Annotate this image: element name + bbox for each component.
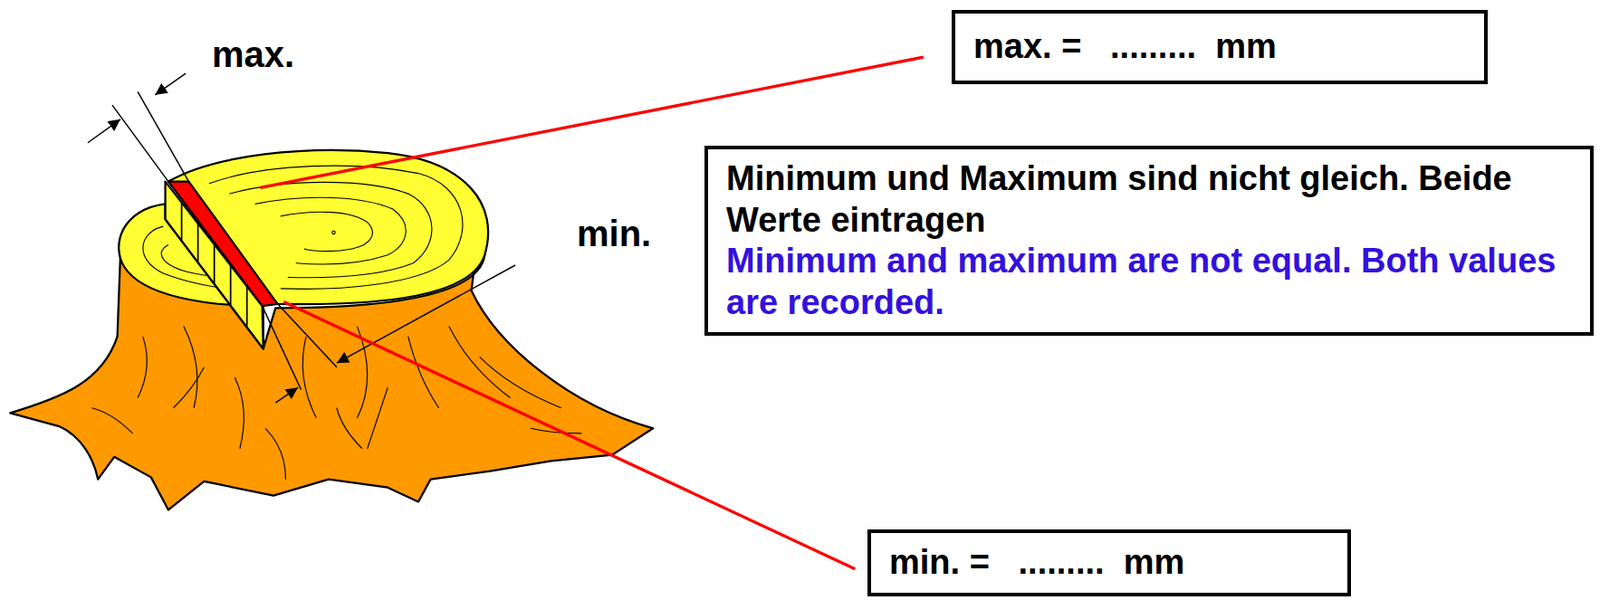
value-box: min. = ......... mm	[867, 529, 1351, 597]
bark-texture	[91, 326, 582, 480]
min-dimension	[262, 265, 516, 403]
note-english: Minimum and maximum are not equal. Both …	[726, 240, 1572, 324]
wedge	[168, 182, 278, 307]
value-field: min. = ......... mm	[889, 542, 1330, 585]
note-box: Minimum und Maximum sind nicht gleich. B…	[704, 145, 1594, 336]
value-box: max. = ......... mm	[951, 9, 1488, 85]
dimension-label: max.	[211, 34, 295, 76]
max-dimension	[87, 73, 190, 182]
dimension-label: min.	[576, 213, 652, 255]
value-field: max. = ......... mm	[973, 26, 1466, 68]
note-german: Minimum und Maximum sind nicht gleich. B…	[726, 158, 1572, 241]
